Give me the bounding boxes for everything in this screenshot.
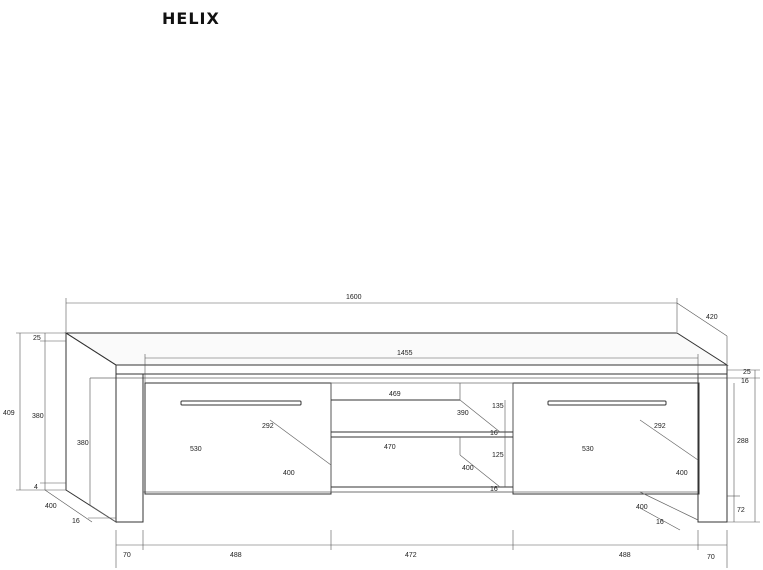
dim-right-depth: 400	[636, 504, 648, 511]
dim-right-top: 25	[743, 369, 751, 376]
dim-left-top: 25	[33, 335, 41, 342]
dim-overall-width: 1600	[346, 294, 362, 301]
dim-left-thick: 16	[72, 518, 80, 525]
dim-shelf-top-width: 469	[389, 391, 401, 398]
dim-door-left-width: 530	[190, 446, 202, 453]
dim-shelf-top-depth: 390	[457, 410, 469, 417]
left-drawer-door	[144, 382, 332, 495]
dim-left-bottom: 4	[34, 484, 38, 491]
dim-shelf-bottom-height: 125	[492, 452, 504, 459]
left-side-panel	[65, 332, 117, 523]
left-handle	[180, 400, 302, 406]
dim-right-leg: 72	[737, 507, 745, 514]
dimension-lines	[16, 298, 760, 568]
dim-door-right-width: 530	[582, 446, 594, 453]
dim-depth-top: 420	[706, 314, 718, 321]
dim-shelf-bottom-depth: 400	[462, 465, 474, 472]
dim-bottom-left-section: 488	[230, 552, 242, 559]
dim-door-left-height: 292	[262, 423, 274, 430]
dim-left-depth: 400	[45, 503, 57, 510]
furniture-outline	[64, 332, 729, 523]
dim-shelf-top-height: 135	[492, 403, 504, 410]
dim-right-thick-top: 16	[741, 378, 749, 385]
dim-shelf-mid-thick: 16	[490, 430, 498, 437]
dim-inner-width: 1455	[397, 350, 413, 357]
dim-right-thick: 16	[656, 519, 664, 526]
dim-shelf-bottom-thick: 16	[490, 486, 498, 493]
dim-door-right-height: 292	[654, 423, 666, 430]
dim-left-inner: 380	[32, 413, 44, 420]
dim-door-left-depth: 400	[283, 470, 295, 477]
dim-door-right-depth: 400	[676, 470, 688, 477]
dim-bottom-left-leg: 70	[123, 552, 131, 559]
dim-bottom-right-section: 488	[619, 552, 631, 559]
dim-left-height: 409	[3, 410, 15, 417]
dim-right-height: 288	[737, 438, 749, 445]
right-handle	[547, 400, 667, 406]
product-title: HELIX	[162, 9, 220, 28]
dim-left-side: 380	[77, 440, 89, 447]
left-leg	[115, 373, 144, 523]
right-leg	[697, 373, 728, 523]
top-front-edge	[115, 364, 728, 375]
dim-bottom-right-leg: 70	[707, 554, 715, 561]
dim-shelf-bottom-width: 470	[384, 444, 396, 451]
top-slab	[64, 332, 729, 366]
right-drawer-door	[512, 382, 700, 495]
dim-bottom-middle: 472	[405, 552, 417, 559]
dimension-labels: 1600 420 1455 25 409 380 380 4 400 16 53…	[3, 294, 751, 561]
